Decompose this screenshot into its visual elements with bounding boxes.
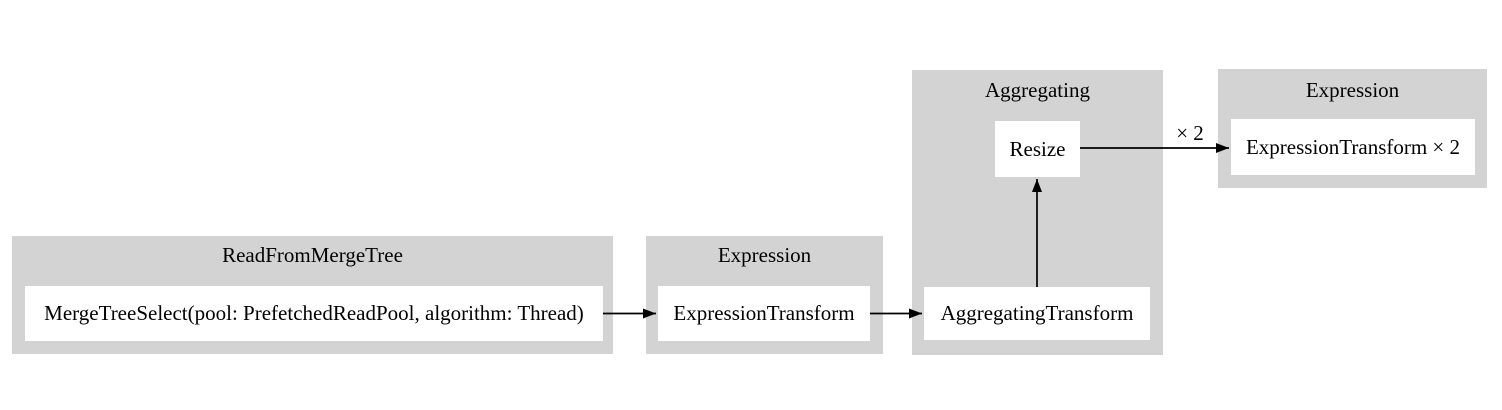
cluster-expression-2-label: Expression <box>1305 78 1400 102</box>
cluster-readfrommergetree-label: ReadFromMergeTree <box>222 243 403 267</box>
node-expressiontransform: ExpressionTransform <box>658 286 870 341</box>
cluster-aggregating-label: Aggregating <box>985 78 1090 102</box>
edge-label-x2: × 2 <box>1176 121 1204 145</box>
node-mergetreeselect: MergeTreeSelect(pool: PrefetchedReadPool… <box>25 286 603 341</box>
node-resize: Resize <box>995 121 1080 177</box>
node-expressiontransform-x2: ExpressionTransform × 2 <box>1231 119 1475 175</box>
node-aggregatingtransform: AggregatingTransform <box>924 287 1150 340</box>
cluster-expression-1-label: Expression <box>717 243 812 267</box>
